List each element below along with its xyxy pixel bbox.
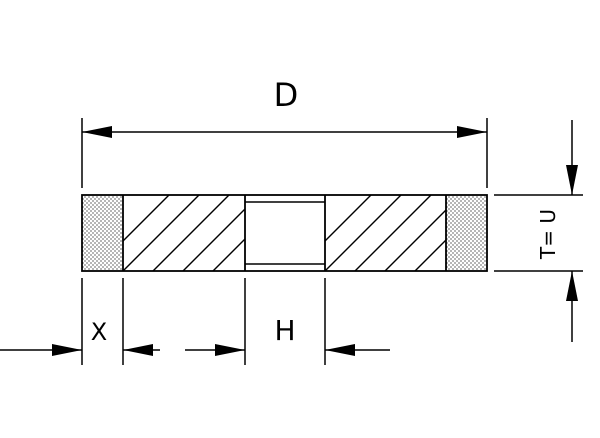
hole-dimension bbox=[185, 344, 390, 356]
diameter-dimension-line bbox=[82, 126, 487, 138]
hatch-right bbox=[325, 195, 446, 271]
hatch-left bbox=[123, 195, 245, 271]
abrasive-width-label: X bbox=[91, 318, 107, 346]
diameter-label: D bbox=[274, 76, 299, 114]
diameter-extension-lines bbox=[81, 118, 488, 188]
abrasive-width-dimension bbox=[0, 344, 160, 356]
abrasive-rim-right bbox=[446, 195, 487, 271]
thickness-label: T= U bbox=[536, 209, 560, 260]
bore bbox=[245, 201, 325, 265]
thickness-extension-lines bbox=[494, 194, 583, 272]
wheel-outline bbox=[81, 194, 488, 272]
thickness-dimension-line bbox=[566, 120, 578, 342]
wheel-cross-section bbox=[81, 194, 488, 272]
abrasive-rim-left bbox=[82, 195, 123, 271]
hole-label: H bbox=[274, 314, 295, 347]
